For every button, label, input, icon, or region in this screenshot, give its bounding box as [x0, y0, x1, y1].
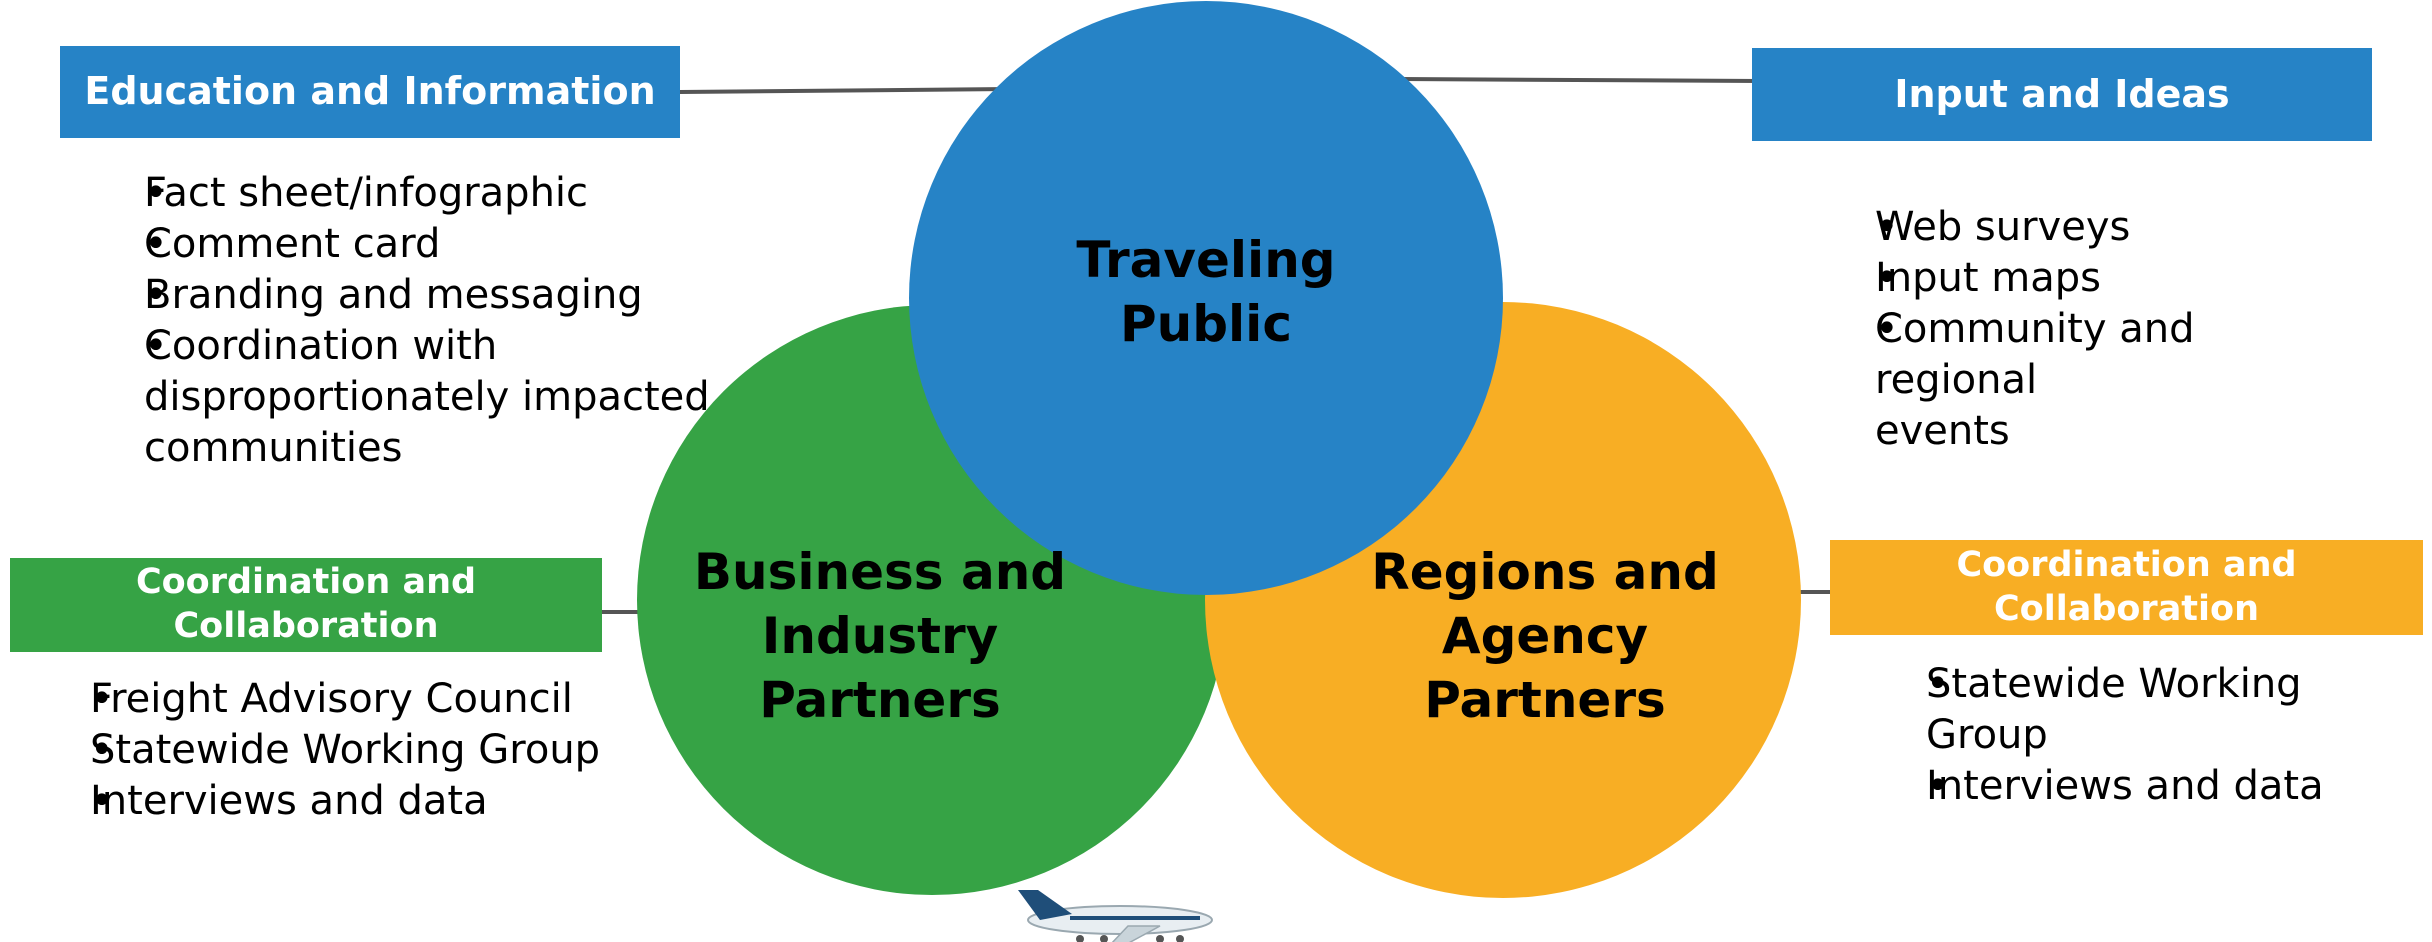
list-item: Interviews and data — [1852, 761, 2422, 812]
input-title: Input and Ideas — [1894, 71, 2230, 116]
list-item: Statewide Working Group — [16, 725, 616, 776]
coord-left-list: Freight Advisory Council Statewide Worki… — [16, 674, 616, 827]
list-item: Comment card — [70, 219, 710, 270]
traveling-public-label: Traveling Public — [1076, 231, 1336, 353]
list-item: Freight Advisory Council — [16, 674, 616, 725]
connector-input — [1399, 77, 1761, 83]
coord-right-title-line2: Collaboration — [1993, 588, 2259, 629]
education-title: Education and Information — [84, 69, 656, 114]
education-title-box: Education and Information — [60, 46, 680, 138]
coord-left-title-line2: Collaboration — [173, 606, 439, 646]
coord-right-list: Statewide Working Group Interviews and d… — [1852, 659, 2422, 812]
circle-traveling-public — [909, 1, 1503, 595]
business-industry-label: Business and Industry Partners — [693, 543, 1067, 729]
coord-left-title-box: Coordination and Collaboration — [10, 558, 602, 652]
list-item: Coordination with disproportionately imp… — [70, 321, 710, 474]
input-title-box: Input and Ideas — [1752, 48, 2372, 141]
education-list: Fact sheet/infographic Comment card Bran… — [70, 168, 710, 474]
coord-left-title-line1: Coordination and — [135, 562, 477, 603]
list-item: Web surveys — [1803, 202, 2363, 253]
coord-right-title-line1: Coordination and — [1956, 544, 2297, 585]
list-item: Statewide Working Group — [1852, 659, 2422, 761]
coord-right-title-box: Coordination and Collaboration — [1830, 540, 2423, 635]
input-list: Web surveys Input maps Community and reg… — [1803, 202, 2363, 457]
connector-education — [679, 87, 1011, 94]
list-item: Community and regional events — [1803, 304, 2363, 457]
list-item: Fact sheet/infographic — [70, 168, 710, 219]
list-item: Input maps — [1803, 253, 2363, 304]
airplane-icon — [1018, 890, 1213, 942]
regions-agency-label: Regions and Agency Partners — [1371, 543, 1719, 729]
list-item: Interviews and data — [16, 776, 616, 827]
list-item: Branding and messaging — [70, 270, 710, 321]
